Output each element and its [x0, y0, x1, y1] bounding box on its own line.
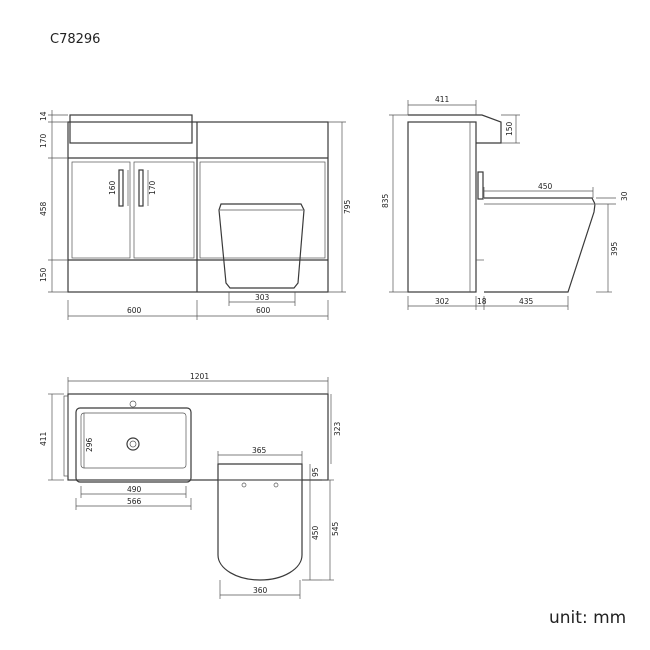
- plan-cabinet: [67, 393, 329, 481]
- dim-pan-offset: 95: [311, 467, 320, 477]
- side-cabinet: [407, 121, 477, 293]
- side-view: 411 150 835 450 30 395 302 18 435: [381, 95, 629, 310]
- dim-bowl-depth: 296: [85, 437, 94, 452]
- dim-side-total: 835: [381, 193, 390, 208]
- side-handle: [477, 171, 484, 200]
- tap-hole: [129, 400, 137, 408]
- dim-pan-length: 450: [311, 525, 320, 540]
- dim-basin-width: 566: [127, 497, 142, 506]
- basin-bowl: [80, 412, 187, 469]
- basin-outline: [75, 407, 192, 483]
- dim-pan-height: 395: [610, 241, 619, 256]
- dim-side-pan: 435: [519, 297, 534, 306]
- dim-handle-right: 170: [148, 180, 157, 195]
- right-door-handle: [138, 169, 144, 207]
- side-basin-top: [408, 114, 502, 144]
- basin-drain: [126, 437, 140, 451]
- right-door: [133, 161, 195, 259]
- dim-seat-thickness: 30: [620, 191, 629, 201]
- dim-front-plinth: 150: [39, 267, 48, 282]
- dim-handle-left: 160: [108, 180, 117, 195]
- dim-right-width: 600: [256, 306, 271, 315]
- dim-right-depth: 323: [333, 421, 342, 436]
- left-door: [71, 161, 131, 259]
- toilet-plan: [217, 463, 303, 581]
- cabinet-outline: [67, 121, 329, 293]
- unit-label: unit: mm: [549, 608, 627, 628]
- plan-view: 1201 411 296 490 566 323 365 95 450: [39, 372, 342, 599]
- product-code: C78296: [50, 32, 101, 47]
- dim-front-total: 795: [343, 199, 352, 214]
- left-door-handle: [118, 169, 124, 207]
- dim-plan-depth: 411: [39, 431, 48, 446]
- dim-side-unit: 302: [435, 297, 450, 306]
- dim-pan-width: 303: [255, 293, 270, 302]
- wc-panel: [199, 161, 326, 259]
- dim-front-doors: 458: [39, 201, 48, 216]
- front-view: 14 170 458 150 160 170 795 303 600 600: [39, 110, 352, 320]
- dim-front-top: 14: [39, 111, 48, 121]
- basin-top: [69, 114, 193, 144]
- dim-seat-depth: 450: [538, 182, 553, 191]
- dim-plan-width: 1201: [190, 372, 209, 381]
- dim-pan-plan-width: 365: [252, 446, 267, 455]
- dim-side-cistern: 150: [505, 121, 514, 136]
- toilet-pan-front: [218, 203, 305, 289]
- dim-front-counter: 170: [39, 133, 48, 148]
- dim-bowl-width: 490: [127, 485, 142, 494]
- dim-pan-base: 360: [253, 586, 268, 595]
- toilet-side-profile: [484, 197, 596, 293]
- dim-side-depth: 411: [435, 95, 450, 104]
- dim-pan-projection: 545: [331, 521, 340, 536]
- dim-side-gap: 18: [477, 297, 487, 306]
- dim-left-width: 600: [127, 306, 142, 315]
